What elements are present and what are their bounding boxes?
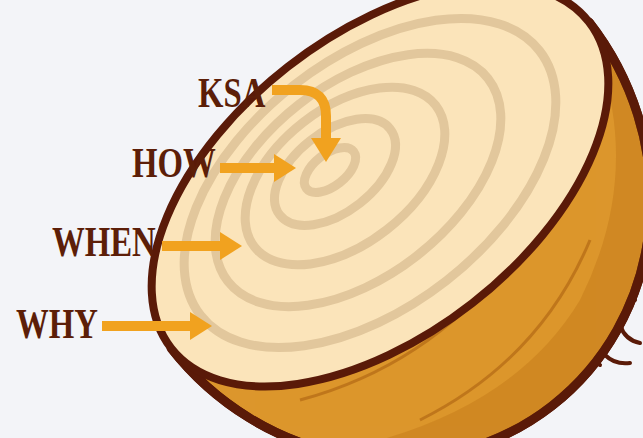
pointer-arrows <box>102 90 326 326</box>
why-arrowhead <box>190 312 212 340</box>
when-arrow <box>162 241 222 251</box>
layer-label: HOW <box>132 142 216 184</box>
onion-rings <box>124 0 616 413</box>
layer-label: WHY <box>16 303 98 345</box>
how-arrow <box>220 163 276 173</box>
onion-face <box>79 0 643 438</box>
layer-label: WHEN <box>52 221 156 263</box>
when-arrowhead <box>220 232 242 260</box>
ksa-arrowhead <box>311 138 341 162</box>
layer-label: KSA <box>198 72 265 114</box>
how-arrowhead <box>274 154 296 182</box>
why-arrow <box>102 321 192 331</box>
ksa-arrow <box>272 90 326 140</box>
